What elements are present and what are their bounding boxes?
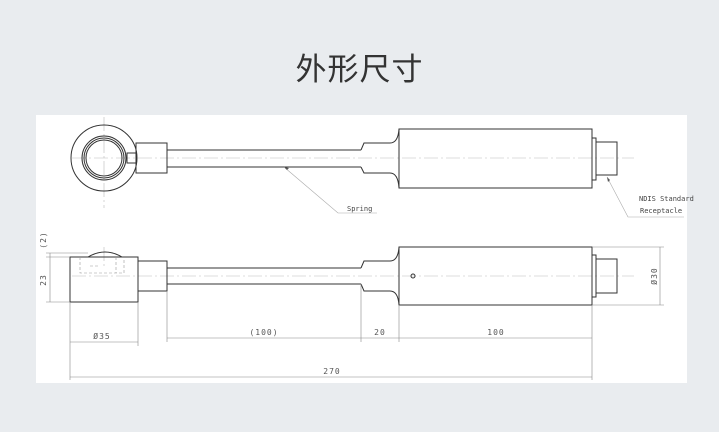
- page-title: 外形尺寸: [295, 52, 424, 88]
- dim-overall-length: 270: [323, 367, 340, 376]
- receptacle: [595, 258, 618, 294]
- receptacle: [595, 141, 618, 176]
- dim-puck-diameter: Ø35: [93, 331, 110, 341]
- dimension-drawing-sheet: [36, 115, 687, 383]
- dim-neck-length: 20: [374, 328, 386, 337]
- sensor-body: [398, 128, 593, 189]
- top-view: Spring NDIS Standard Receptacle: [70, 117, 694, 218]
- dim-puck-height: 23: [39, 274, 48, 286]
- dim-spring-length: (100): [249, 328, 278, 337]
- dim-body-length: 100: [487, 328, 504, 337]
- dim-dome-height: (2): [39, 231, 48, 248]
- spring-mount-block: [135, 142, 168, 174]
- receptacle-label-2: Receptacle: [640, 207, 682, 215]
- dimensions: (2) 23 Ø35 (100) 20 100 270 Ø30: [39, 231, 664, 380]
- receptacle-leader: [606, 176, 684, 218]
- spring-label: Spring: [347, 205, 372, 213]
- puck-outline: [70, 124, 138, 192]
- spring-rod: [167, 267, 361, 285]
- side-view: [69, 246, 634, 306]
- spring-leader: [283, 166, 377, 214]
- spring-rod: [167, 149, 361, 168]
- neck: [360, 128, 400, 189]
- receptacle-label-1: NDIS Standard: [639, 195, 694, 203]
- dim-body-diameter: Ø30: [649, 267, 659, 284]
- puck-dome: [87, 251, 123, 258]
- vent-hole: [410, 273, 416, 279]
- spring-mount-block: [137, 260, 168, 292]
